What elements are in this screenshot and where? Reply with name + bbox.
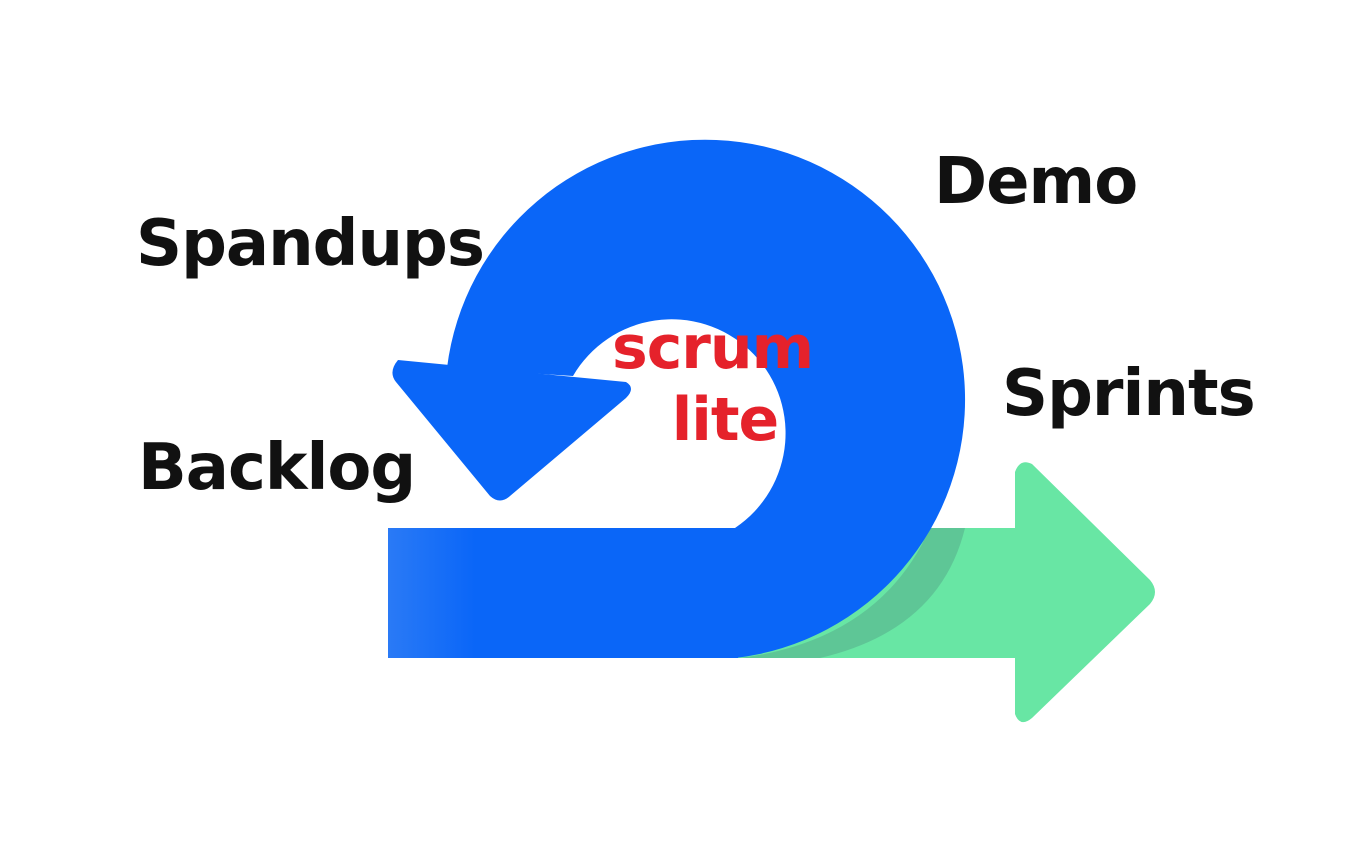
label-demo: Demo	[934, 145, 1138, 219]
loop-arrowhead-icon	[392, 360, 631, 501]
loop-arrow-icon	[447, 139, 966, 658]
center-title-line1: scrum	[612, 313, 814, 383]
label-backlog: Backlog	[138, 431, 416, 505]
center-title-line2: lite	[671, 385, 780, 455]
label-spandups: Spandups	[136, 207, 485, 281]
loop-base-bar	[388, 528, 738, 658]
loop-shadow	[740, 528, 965, 658]
forward-arrow-icon	[735, 462, 1155, 723]
label-sprints: Sprints	[1002, 357, 1256, 431]
